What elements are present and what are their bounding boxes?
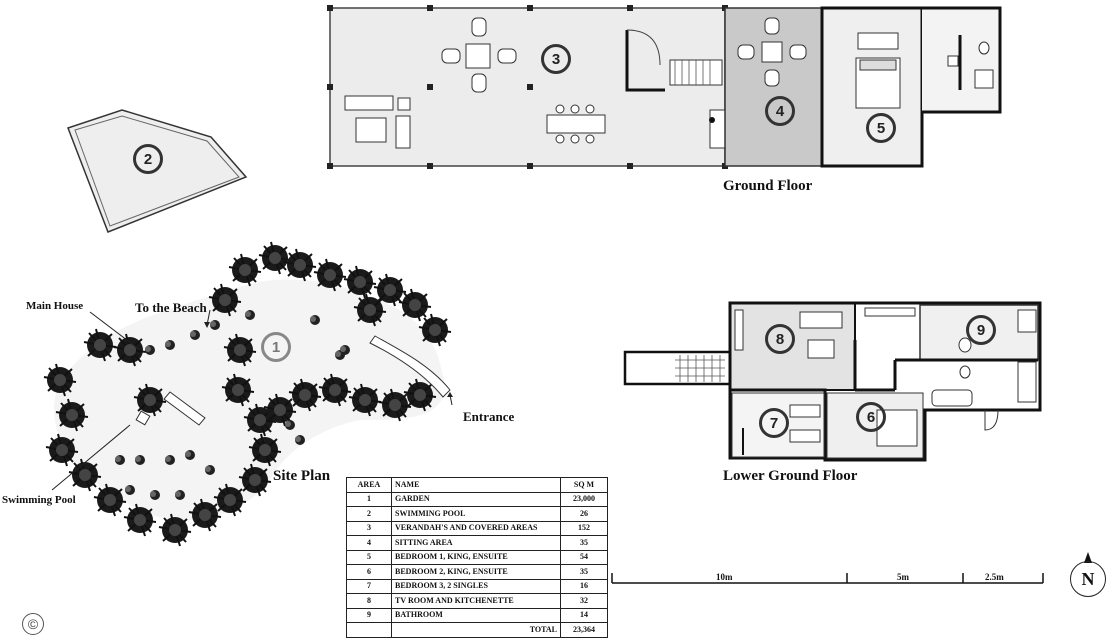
total-label: TOTAL [391,622,561,638]
table-header-row: AREA NAME SQ M [346,477,608,493]
table-cell-name: SITTING AREA [391,535,561,551]
table-cell-area: 2 [346,506,392,522]
lower-ground-floor-plan [623,301,1042,462]
scale-label: 10m [716,572,733,582]
table-cell-name: VERANDAH'S AND COVERED AREAS [391,520,561,536]
table-cell-name: BEDROOM 2, KING, ENSUITE [391,564,561,580]
room-number-badge: 6 [856,402,886,432]
total-value: 23,364 [560,622,608,638]
room-number-badge: 2 [133,144,163,174]
site-plan-title: Site Plan [273,468,331,484]
column-header: NAME [391,477,561,493]
lower-ground-floor-title: Lower Ground Floor [723,468,858,484]
copyright-icon: © [22,613,44,635]
scale-bar [611,573,1044,584]
table-cell-name: SWIMMING POOL [391,506,561,522]
main-house-label: Main House [26,300,84,312]
table-cell-area: 9 [346,607,392,623]
table-cell-area: 8 [346,593,392,609]
table-cell-name: GARDEN [391,491,561,507]
room-number-badge: 9 [966,315,996,345]
table-cell-sqm: 32 [560,593,608,609]
table-cell-area: 7 [346,578,392,594]
ground-floor-plan [327,5,1002,169]
room-number-badge: 4 [765,96,795,126]
site-plan [43,241,453,547]
to-the-beach-label: To the Beach [135,300,207,315]
table-cell-sqm: 54 [560,549,608,565]
scale-label: 5m [897,572,909,582]
table-cell-area: 1 [346,491,392,507]
entrance-label: Entrance [463,409,515,424]
table-cell-area: 3 [346,520,392,536]
scale-label: 2.5m [985,572,1004,582]
table-cell-area: 4 [346,535,392,551]
column-header: SQ M [560,477,608,493]
table-cell-area: 6 [346,564,392,580]
column-header: AREA [346,477,392,493]
room-number-badge: 3 [541,44,571,74]
table-cell-name: BEDROOM 3, 2 SINGLES [391,578,561,594]
room-number-badge: 7 [759,408,789,438]
table-cell-sqm: 35 [560,535,608,551]
table-cell-name: TV ROOM AND KITCHENETTE [391,593,561,609]
ground-floor-title: Ground Floor [723,178,813,194]
table-cell-area: 5 [346,549,392,565]
swimming-pool-label: Swimming Pool [2,494,76,506]
north-arrow-icon [1084,552,1092,563]
table-cell-sqm: 23,000 [560,491,608,507]
table-cell-name: BEDROOM 1, KING, ENSUITE [391,549,561,565]
north-arrow: N [1070,561,1106,597]
table-cell-sqm: 14 [560,607,608,623]
table-cell-sqm: 16 [560,578,608,594]
table-cell-sqm: 26 [560,506,608,522]
table-total-row: TOTAL 23,364 [346,622,608,638]
north-letter: N [1081,568,1095,589]
table-cell-sqm: 152 [560,520,608,536]
table-cell-name: BATHROOM [391,607,561,623]
table-cell-sqm: 35 [560,564,608,580]
room-number-badge: 1 [261,332,291,362]
room-number-badge: 8 [765,324,795,354]
room-number-badge: 5 [866,113,896,143]
